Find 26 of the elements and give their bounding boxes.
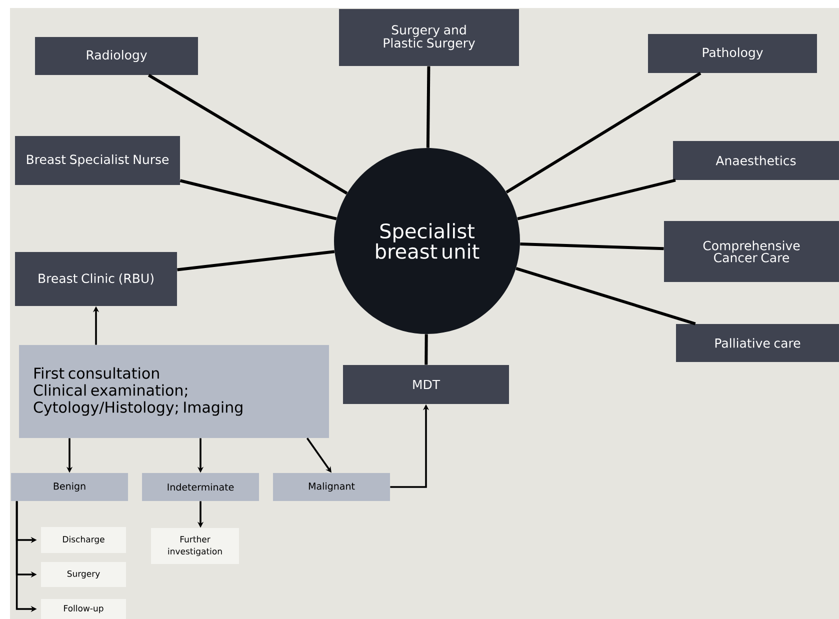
department-box: Comprehensive Cancer Care (664, 221, 839, 282)
step-box: Follow-up (41, 599, 126, 619)
department-box: Anaesthetics (673, 141, 839, 180)
step-box: Further investigation (151, 528, 239, 564)
department-box: Surgery and Plastic Surgery (339, 9, 519, 66)
step-box: Discharge (41, 527, 126, 553)
outcome-box: Benign (11, 473, 128, 501)
connector-line (516, 267, 696, 326)
connector-line (506, 72, 702, 194)
process-box: First consultation Clinical examination; Cytology/Histology; Imaging (19, 345, 329, 438)
step-box: Surgery (41, 562, 126, 587)
department-box: MDT (343, 365, 509, 404)
department-box: Pathology (648, 34, 817, 73)
outcome-box: Malignant (273, 473, 390, 501)
connector-line (177, 250, 335, 272)
connector-line (424, 334, 428, 365)
connector-line (180, 179, 337, 220)
outcome-box: Indeterminate (142, 473, 259, 501)
department-box: Breast Specialist Nurse (15, 136, 180, 185)
department-box: Radiology (35, 37, 198, 75)
department-box: Breast Clinic (RBU) (15, 252, 177, 306)
connector-line (517, 178, 676, 220)
connector-line (520, 242, 664, 250)
connector-line (426, 66, 430, 148)
department-box: Palliative care (676, 324, 839, 362)
connector-line (148, 74, 348, 195)
